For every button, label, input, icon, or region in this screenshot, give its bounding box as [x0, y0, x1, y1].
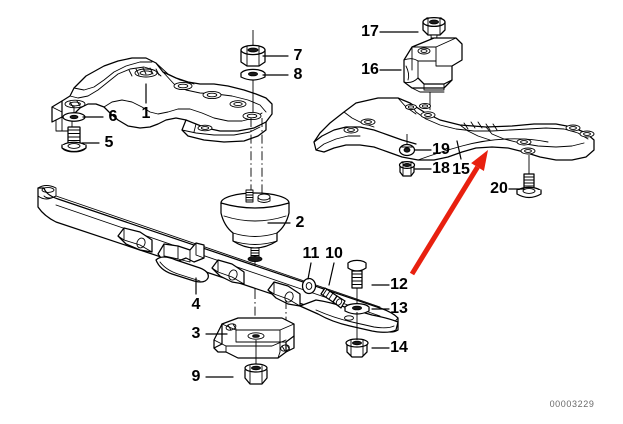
callout-5: 5: [81, 134, 114, 151]
callout-number-7: 7: [294, 47, 303, 64]
watermark-text: 00003229: [550, 399, 595, 409]
callout-19: 19: [414, 141, 450, 158]
callout-number-15: 15: [452, 161, 470, 178]
callout-number-1: 1: [142, 105, 151, 122]
part-self-locking-nut-lower: [244, 363, 268, 385]
callout-number-14: 14: [390, 339, 408, 356]
callout-2: 2: [267, 214, 305, 231]
callout-11: 11: [303, 245, 320, 280]
callout-number-8: 8: [294, 66, 303, 83]
part-hex-bolt-short: [320, 287, 346, 309]
callout-number-3: 3: [192, 325, 201, 342]
callout-6: 6: [82, 108, 118, 125]
callout-number-16: 16: [361, 61, 379, 78]
part-hex-bolt-medium: [347, 259, 367, 289]
callout-18: 18: [414, 160, 450, 177]
part-front-transmission-crossmember: [51, 57, 273, 143]
callout-number-13: 13: [390, 300, 408, 317]
callout-number-9: 9: [192, 368, 201, 385]
part-mount-support-bracket: [213, 317, 295, 359]
callout-number-11: 11: [303, 245, 320, 262]
part-self-locking-nut-rear: [398, 160, 416, 177]
callout-10: 10: [325, 245, 343, 286]
callout-number-20: 20: [490, 180, 508, 197]
highlight-arrow: [409, 150, 488, 276]
part-self-locking-nut-medium: [345, 338, 369, 358]
callout-4: 4: [192, 277, 201, 313]
callout-number-17: 17: [361, 23, 379, 40]
callout-20: 20: [490, 180, 525, 197]
callout-number-6: 6: [109, 108, 118, 125]
callout-3: 3: [192, 325, 228, 342]
part-rubber-transmission-mount: [220, 189, 290, 262]
callout-1: 1: [142, 83, 151, 122]
crossmember-bolt-bosses: [64, 68, 262, 132]
callout-13: 13: [371, 300, 408, 317]
callout-number-18: 18: [432, 160, 450, 177]
part-washer-medium: [344, 302, 370, 315]
callout-17: 17: [361, 23, 419, 40]
callout-leader-11: [307, 262, 312, 280]
callout-leader-10: [328, 262, 335, 286]
callout-9: 9: [192, 368, 234, 385]
callout-number-12: 12: [390, 276, 408, 293]
part-rear-transmission-crossmember: [313, 97, 595, 161]
part-washer-rear: [398, 143, 416, 157]
part-hex-bolt-long: [61, 126, 87, 153]
callout-number-5: 5: [105, 134, 114, 151]
callout-12: 12: [371, 276, 408, 293]
callout-8: 8: [262, 66, 303, 83]
part-washer-flat: [62, 112, 86, 122]
callout-number-10: 10: [325, 245, 343, 262]
callout-16: 16: [361, 61, 402, 78]
callout-15: 15: [452, 140, 470, 178]
callout-number-2: 2: [296, 214, 305, 231]
callout-number-4: 4: [192, 296, 201, 313]
part-hex-nut-upper: [240, 44, 266, 67]
part-side-support-beam: [37, 185, 399, 333]
part-gearbox-mount-bracket: [403, 37, 463, 93]
part-washer-small: [301, 277, 317, 295]
callout-14: 14: [371, 339, 408, 356]
part-hex-bolt-rear: [516, 173, 542, 199]
part-washer-upper: [240, 68, 266, 81]
callout-leader-15: [456, 140, 462, 160]
callout-7: 7: [262, 47, 303, 64]
callout-number-19: 19: [432, 141, 450, 158]
